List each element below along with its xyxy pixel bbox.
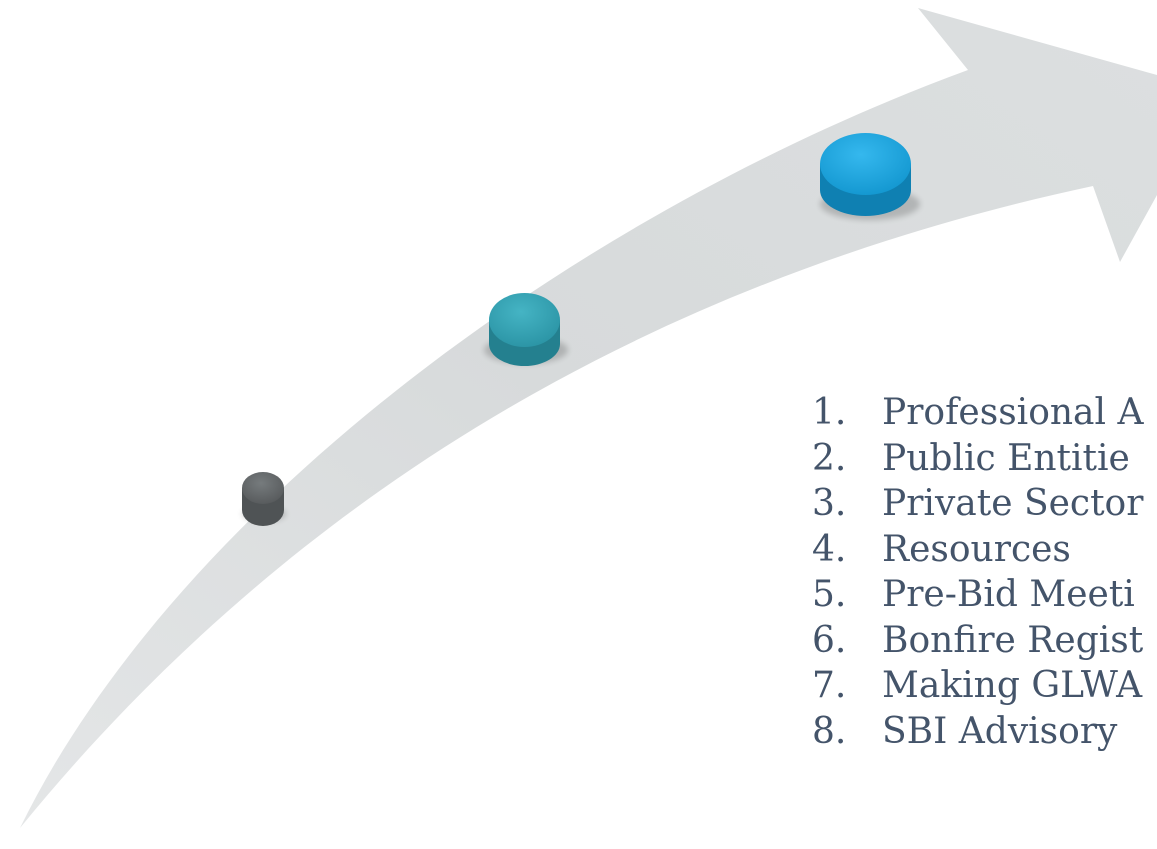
agenda-item-label: Public Entitie (882, 437, 1130, 479)
agenda-item-label: Professional A (882, 392, 1144, 433)
agenda-item-label: Resources (882, 528, 1071, 570)
agenda-item-label: Bonfire Regist (882, 619, 1144, 661)
marker-small (242, 472, 284, 526)
marker-large (820, 133, 911, 216)
marker-medium (489, 293, 560, 366)
agenda-item-number: 7. (812, 665, 847, 706)
agenda-list: 1. Professional A 2. Public Entitie 3. P… (812, 390, 1143, 754)
agenda-item-number: 4. (812, 528, 847, 570)
agenda-item: 5. Pre-Bid Meeti (812, 572, 1143, 618)
agenda-item-number: 2. (812, 437, 847, 479)
agenda-item: 3. Private Sector (812, 481, 1143, 527)
agenda-item-number: 8. (812, 710, 847, 752)
agenda-item-number: 1. (812, 392, 847, 433)
agenda-item: 8. SBI Advisory (812, 709, 1143, 755)
agenda-item-number: 3. (812, 483, 847, 524)
agenda-item-label: SBI Advisory (882, 710, 1118, 752)
agenda-item: 6. Bonfire Regist (812, 618, 1143, 664)
agenda-item-label: Making GLWA (882, 665, 1143, 706)
agenda-item: 2. Public Entitie (812, 436, 1143, 482)
agenda-item: 1. Professional A (812, 390, 1143, 436)
agenda-item-number: 5. (812, 574, 847, 615)
agenda-item-label: Private Sector (882, 483, 1144, 524)
agenda-item-number: 6. (812, 619, 847, 661)
agenda-item: 7. Making GLWA (812, 663, 1143, 709)
agenda-item: 4. Resources (812, 527, 1143, 573)
agenda-item-label: Pre-Bid Meeti (882, 574, 1135, 615)
